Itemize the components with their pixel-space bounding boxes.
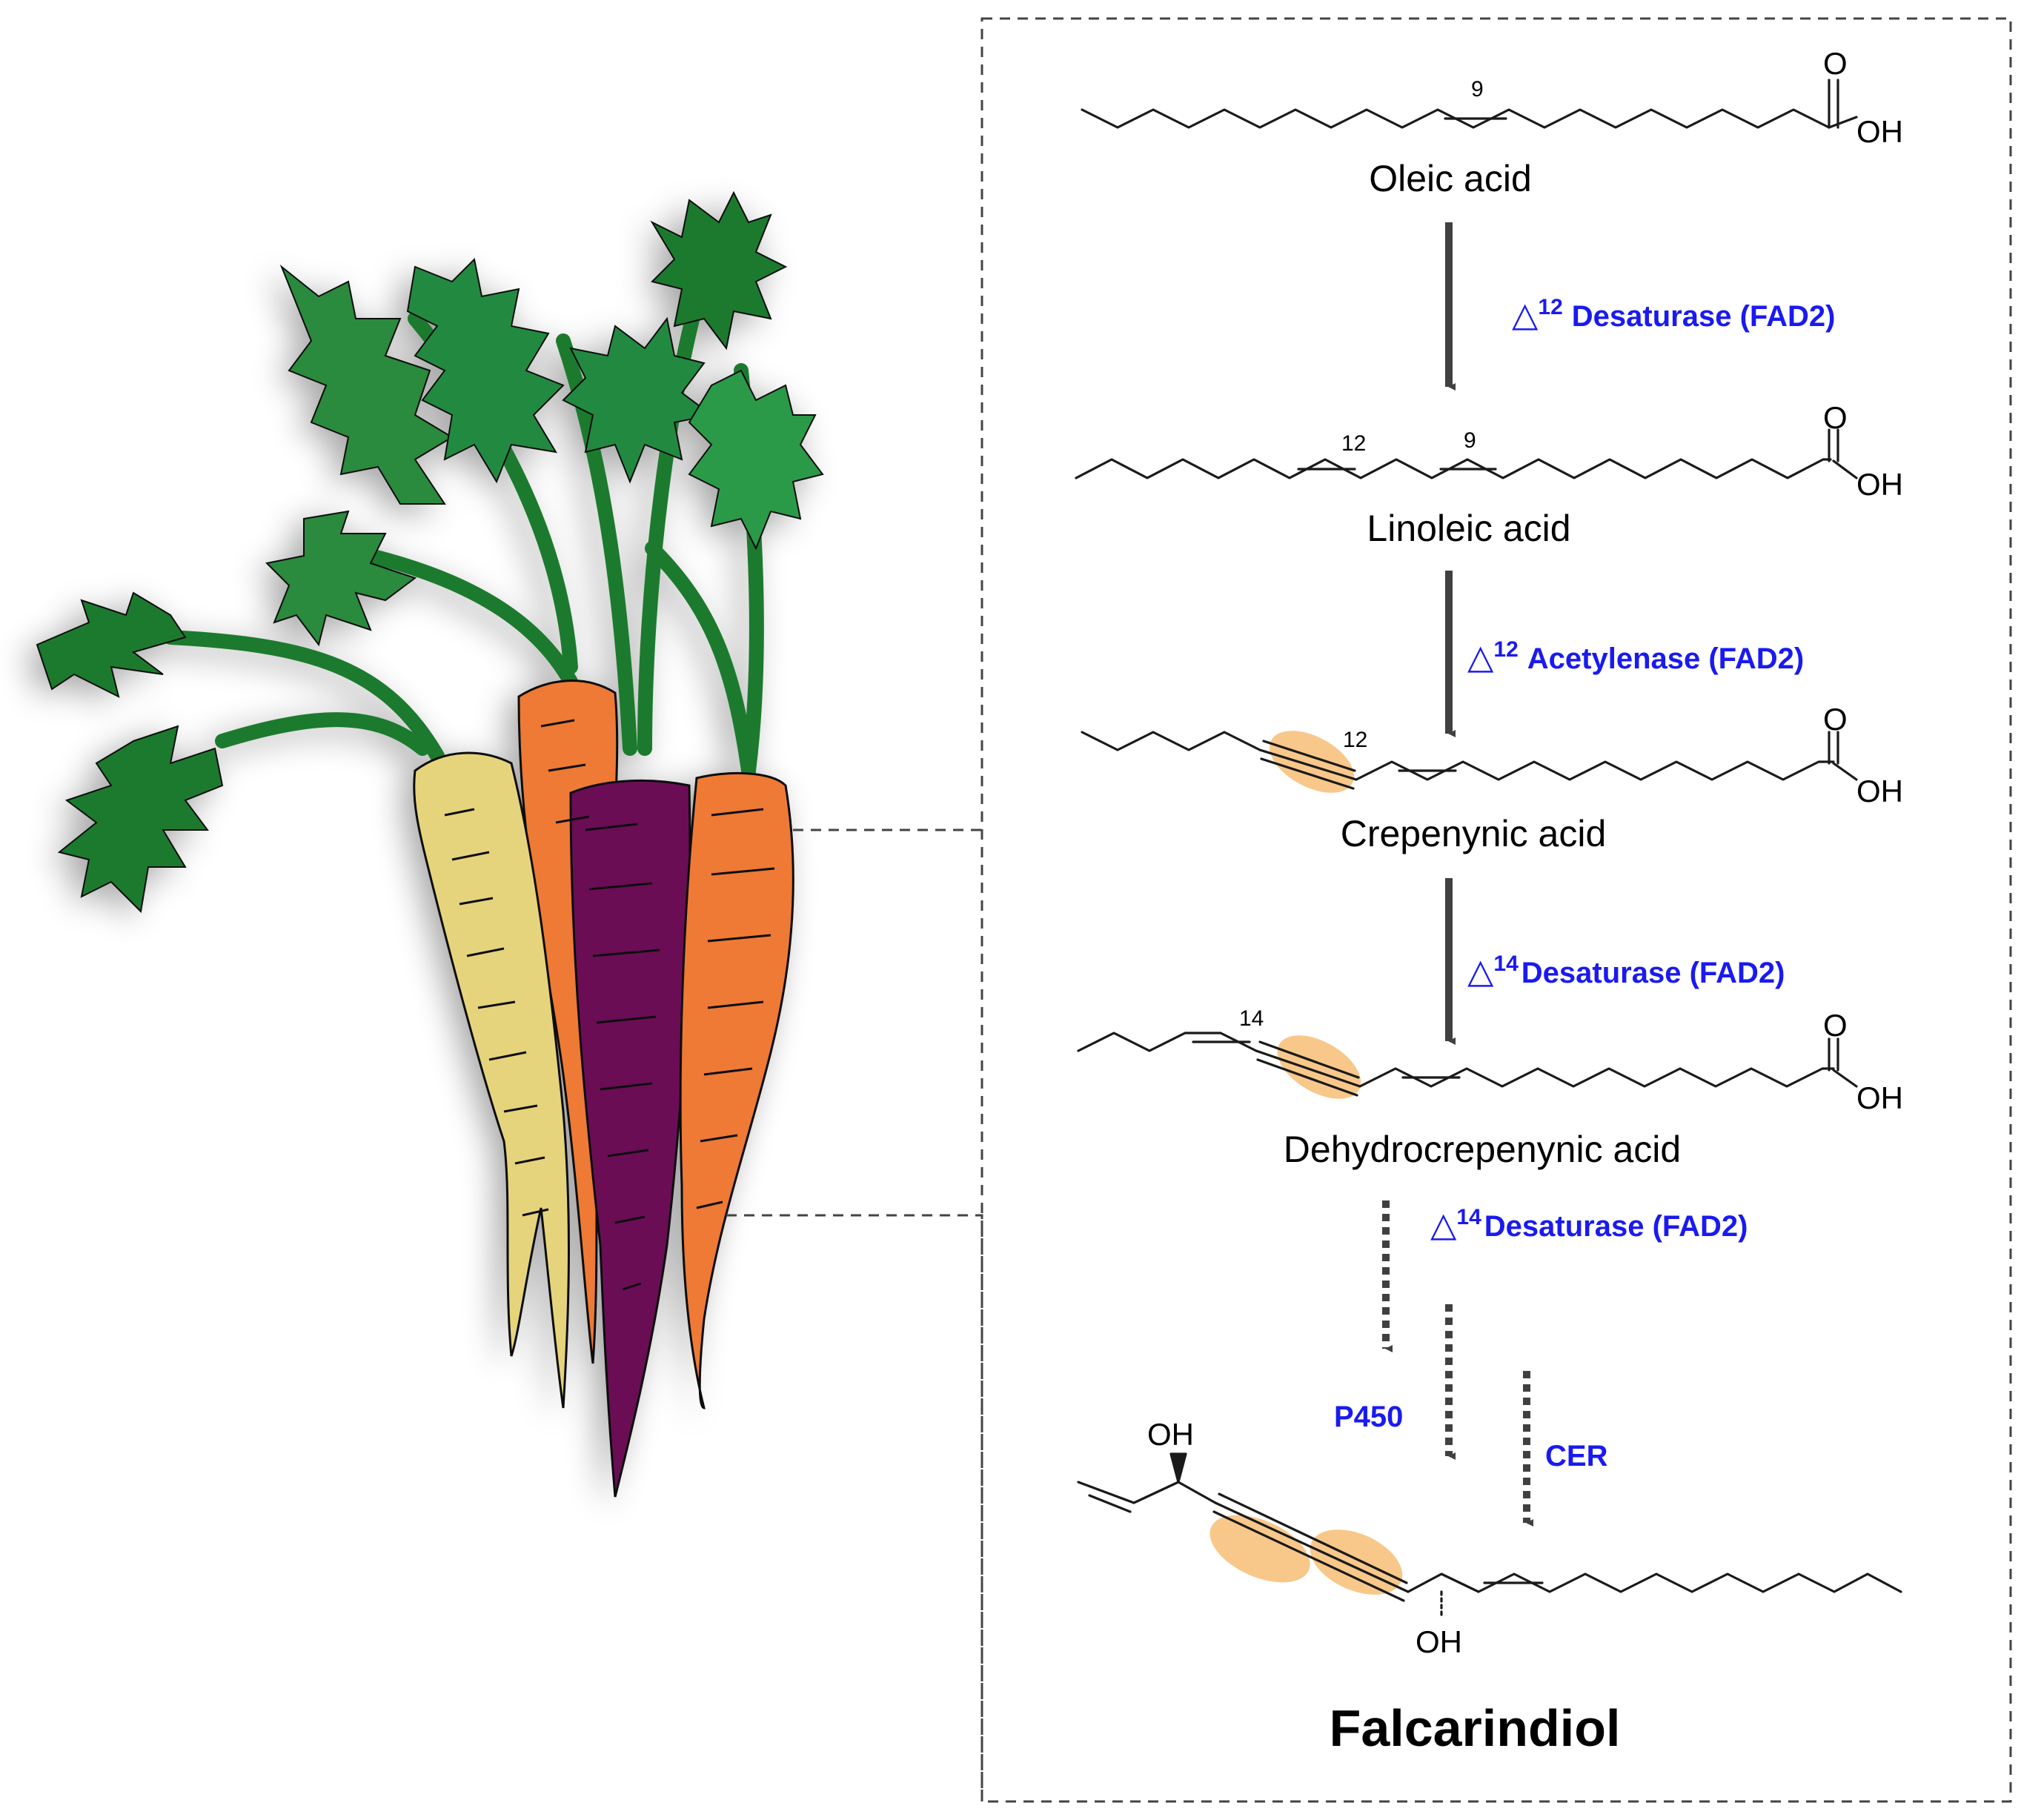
dehydrocrepenynic-acid-name: Dehydrocrepenynic acid <box>1284 1129 1681 1170</box>
carrot-leaves <box>36 190 824 914</box>
dehydro-pos14-label: 14 <box>1239 1006 1264 1031</box>
enzyme-p450: P450 <box>1334 1401 1403 1433</box>
crepenynic-acid-structure <box>1081 731 1858 793</box>
dehydro-hydroxyl-label: OH <box>1856 1080 1903 1115</box>
carrot-roots <box>413 680 794 1498</box>
pathway-frame <box>980 17 2012 1803</box>
linoleic-pos9-label: 9 <box>1464 428 1476 453</box>
linoleic-oxygen-label: O <box>1823 400 1848 435</box>
triple-bond-highlight <box>1269 731 1355 793</box>
structure-labels: 9 O OH Oleic acid 12 9 O OH Linoleic aci… <box>1147 46 1903 1757</box>
purple-carrot <box>569 779 691 1498</box>
oleic-oxygen-label: O <box>1823 46 1848 81</box>
linoleic-pos12-label: 12 <box>1341 431 1366 456</box>
falcarindiol-oh-bottom: OH <box>1416 1624 1462 1659</box>
dehydrocrepenynic-acid-structure <box>1077 1032 1858 1099</box>
orange-carrot-front <box>679 771 794 1409</box>
falcarindiol-structure <box>1077 1452 1902 1617</box>
crepenynic-oxygen-label: O <box>1823 702 1848 737</box>
linoleic-hydroxyl-label: OH <box>1856 467 1903 502</box>
oleic-hydroxyl-label: OH <box>1856 114 1903 149</box>
crepenynic-pos12-label: 12 <box>1343 728 1367 752</box>
reaction-arrows <box>1382 222 1533 1527</box>
chemical-structures <box>1075 79 1902 1617</box>
triple-bond-highlight <box>1277 1035 1361 1099</box>
falcarindiol-oh-top: OH <box>1147 1417 1194 1452</box>
carrot-bunch-illustration <box>36 190 824 1498</box>
crepenynic-acid-name: Crepenynic acid <box>1341 813 1607 854</box>
linoleic-acid-name: Linoleic acid <box>1367 508 1570 549</box>
enzyme-cer: CER <box>1545 1440 1608 1472</box>
oleic-acid-name: Oleic acid <box>1369 158 1532 199</box>
falcarindiol-name: Falcarindiol <box>1330 1699 1621 1757</box>
linoleic-acid-structure <box>1075 428 1858 479</box>
carrot-ring-lines <box>444 719 775 1291</box>
dehydro-oxygen-label: O <box>1823 1008 1848 1043</box>
triple-bond-highlight <box>1209 1515 1310 1583</box>
connector-lower <box>726 1214 983 1801</box>
yellow-carrot <box>413 751 570 1409</box>
crepenynic-hydroxyl-label: OH <box>1856 774 1903 808</box>
dashed-connectors <box>726 17 2012 1803</box>
oleic-acid-structure <box>1081 79 1858 129</box>
oleic-pos9-label: 9 <box>1471 77 1484 102</box>
triple-bond-highlight <box>1310 1530 1403 1595</box>
